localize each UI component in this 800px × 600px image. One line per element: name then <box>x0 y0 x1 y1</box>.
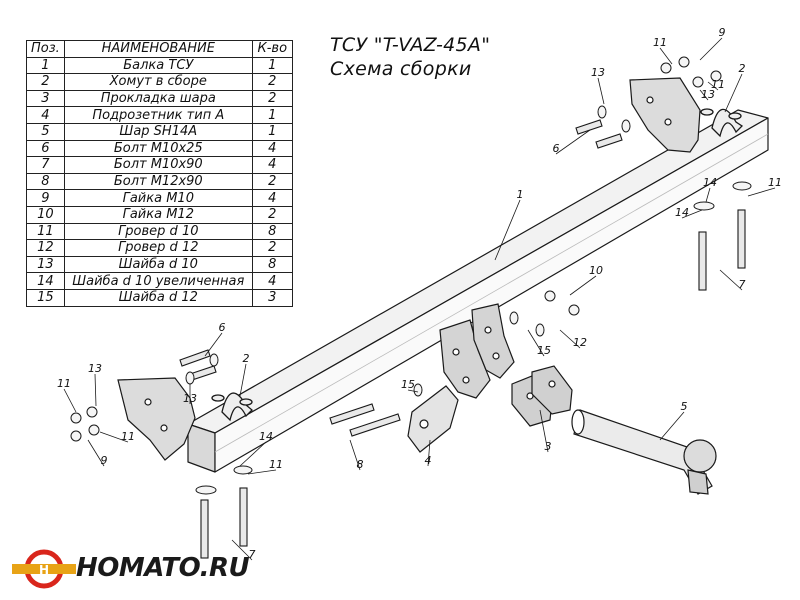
callout-label: 6 <box>219 321 226 334</box>
callout-label: 15 <box>537 344 551 357</box>
callout-label: 9 <box>719 26 726 39</box>
cell-name: Болт М10х90 <box>63 156 253 174</box>
callout-leader <box>204 332 223 357</box>
callout-label: 5 <box>681 400 688 413</box>
callout-label: 11 <box>269 458 283 471</box>
callout-label: 7 <box>739 278 746 291</box>
callout-label: 6 <box>553 142 560 155</box>
callout-leader <box>659 411 685 441</box>
callout-label: 11 <box>711 78 725 91</box>
ball-spacers <box>511 365 573 427</box>
logo-emblem-icon: H <box>12 549 76 589</box>
callout-leader <box>705 187 711 203</box>
callout-leader <box>659 47 673 65</box>
cell-name: Шайба d 10 <box>63 255 253 274</box>
callout-leader <box>569 275 597 296</box>
right-bracket <box>629 77 701 153</box>
site-logo-text: HOMATO.RU <box>76 553 250 583</box>
callout-leader <box>681 209 703 219</box>
callout-leader <box>494 199 521 261</box>
callout-label: 11 <box>653 36 667 49</box>
tow-beam <box>187 109 769 473</box>
callout-leader <box>239 363 247 397</box>
callout-label: 14 <box>703 176 717 189</box>
washers-and-nuts <box>70 56 752 495</box>
cell-name: Гровер d 12 <box>63 239 253 257</box>
cell-name: Шайба d 12 <box>63 288 253 307</box>
svg-text:H: H <box>39 563 49 577</box>
callout-leader <box>427 439 431 467</box>
page-subtitle: Схема сборки <box>330 58 472 80</box>
callout-leader <box>87 439 105 467</box>
site-logo: H <box>10 546 250 592</box>
callout-leader <box>597 77 605 105</box>
cell-qty: 2 <box>251 239 293 257</box>
cell-name: Болт М12х90 <box>63 172 253 191</box>
callout-label: 11 <box>121 430 135 443</box>
callout-label: 15 <box>401 378 415 391</box>
callout-label: 13 <box>183 392 197 405</box>
callout-label: 4 <box>425 454 432 467</box>
callout-label: 7 <box>249 548 256 561</box>
clamp-right <box>700 108 744 138</box>
header-name: НАИМЕНОВАНИЕ <box>63 40 253 58</box>
callout-label: 13 <box>88 362 102 375</box>
cell-name: Прокладка шара <box>63 89 253 108</box>
callout-leader <box>407 389 419 393</box>
callout-label: 2 <box>243 352 250 365</box>
callout-leader <box>747 187 776 197</box>
callout-label: 8 <box>357 458 364 471</box>
clamp-left <box>211 392 253 422</box>
page-title: ТСУ "T-VAZ-45A" <box>330 34 491 56</box>
callout-label: 13 <box>591 66 605 79</box>
callout-leader <box>99 431 129 443</box>
callout-leader <box>724 73 743 113</box>
callout-leader <box>699 37 723 61</box>
tow-ball <box>571 409 717 495</box>
callout-leader <box>94 373 97 407</box>
callout-label: 13 <box>701 88 715 101</box>
left-bracket <box>117 377 196 461</box>
bolts <box>179 119 746 559</box>
callout-leader <box>247 469 277 475</box>
callout-label: 11 <box>768 176 782 189</box>
callout-label: 1 <box>517 188 524 201</box>
callout-label: 14 <box>259 430 273 443</box>
callout-leader <box>699 89 709 101</box>
cell-qty: 3 <box>251 288 293 307</box>
cell-pos: 12 <box>26 239 65 257</box>
callout-leader <box>559 329 581 349</box>
socket-plate <box>407 385 459 453</box>
callout-label: 3 <box>545 440 552 453</box>
callout-leader <box>707 81 719 91</box>
callout-label: 11 <box>57 377 71 390</box>
callout-leader <box>349 439 361 471</box>
callout-label: 9 <box>101 454 108 467</box>
callout-leader <box>63 388 77 413</box>
center-brackets <box>439 303 515 399</box>
callout-label: 12 <box>573 336 587 349</box>
callout-leader <box>239 441 267 467</box>
callout-label: 2 <box>739 62 746 75</box>
callout-label: 14 <box>675 206 689 219</box>
callout-leader <box>527 329 545 357</box>
callout-leader <box>539 409 549 453</box>
callout-label: 10 <box>589 264 603 277</box>
callout-leader <box>719 269 743 291</box>
callout-leader <box>555 129 591 155</box>
callout-leader <box>231 539 253 561</box>
